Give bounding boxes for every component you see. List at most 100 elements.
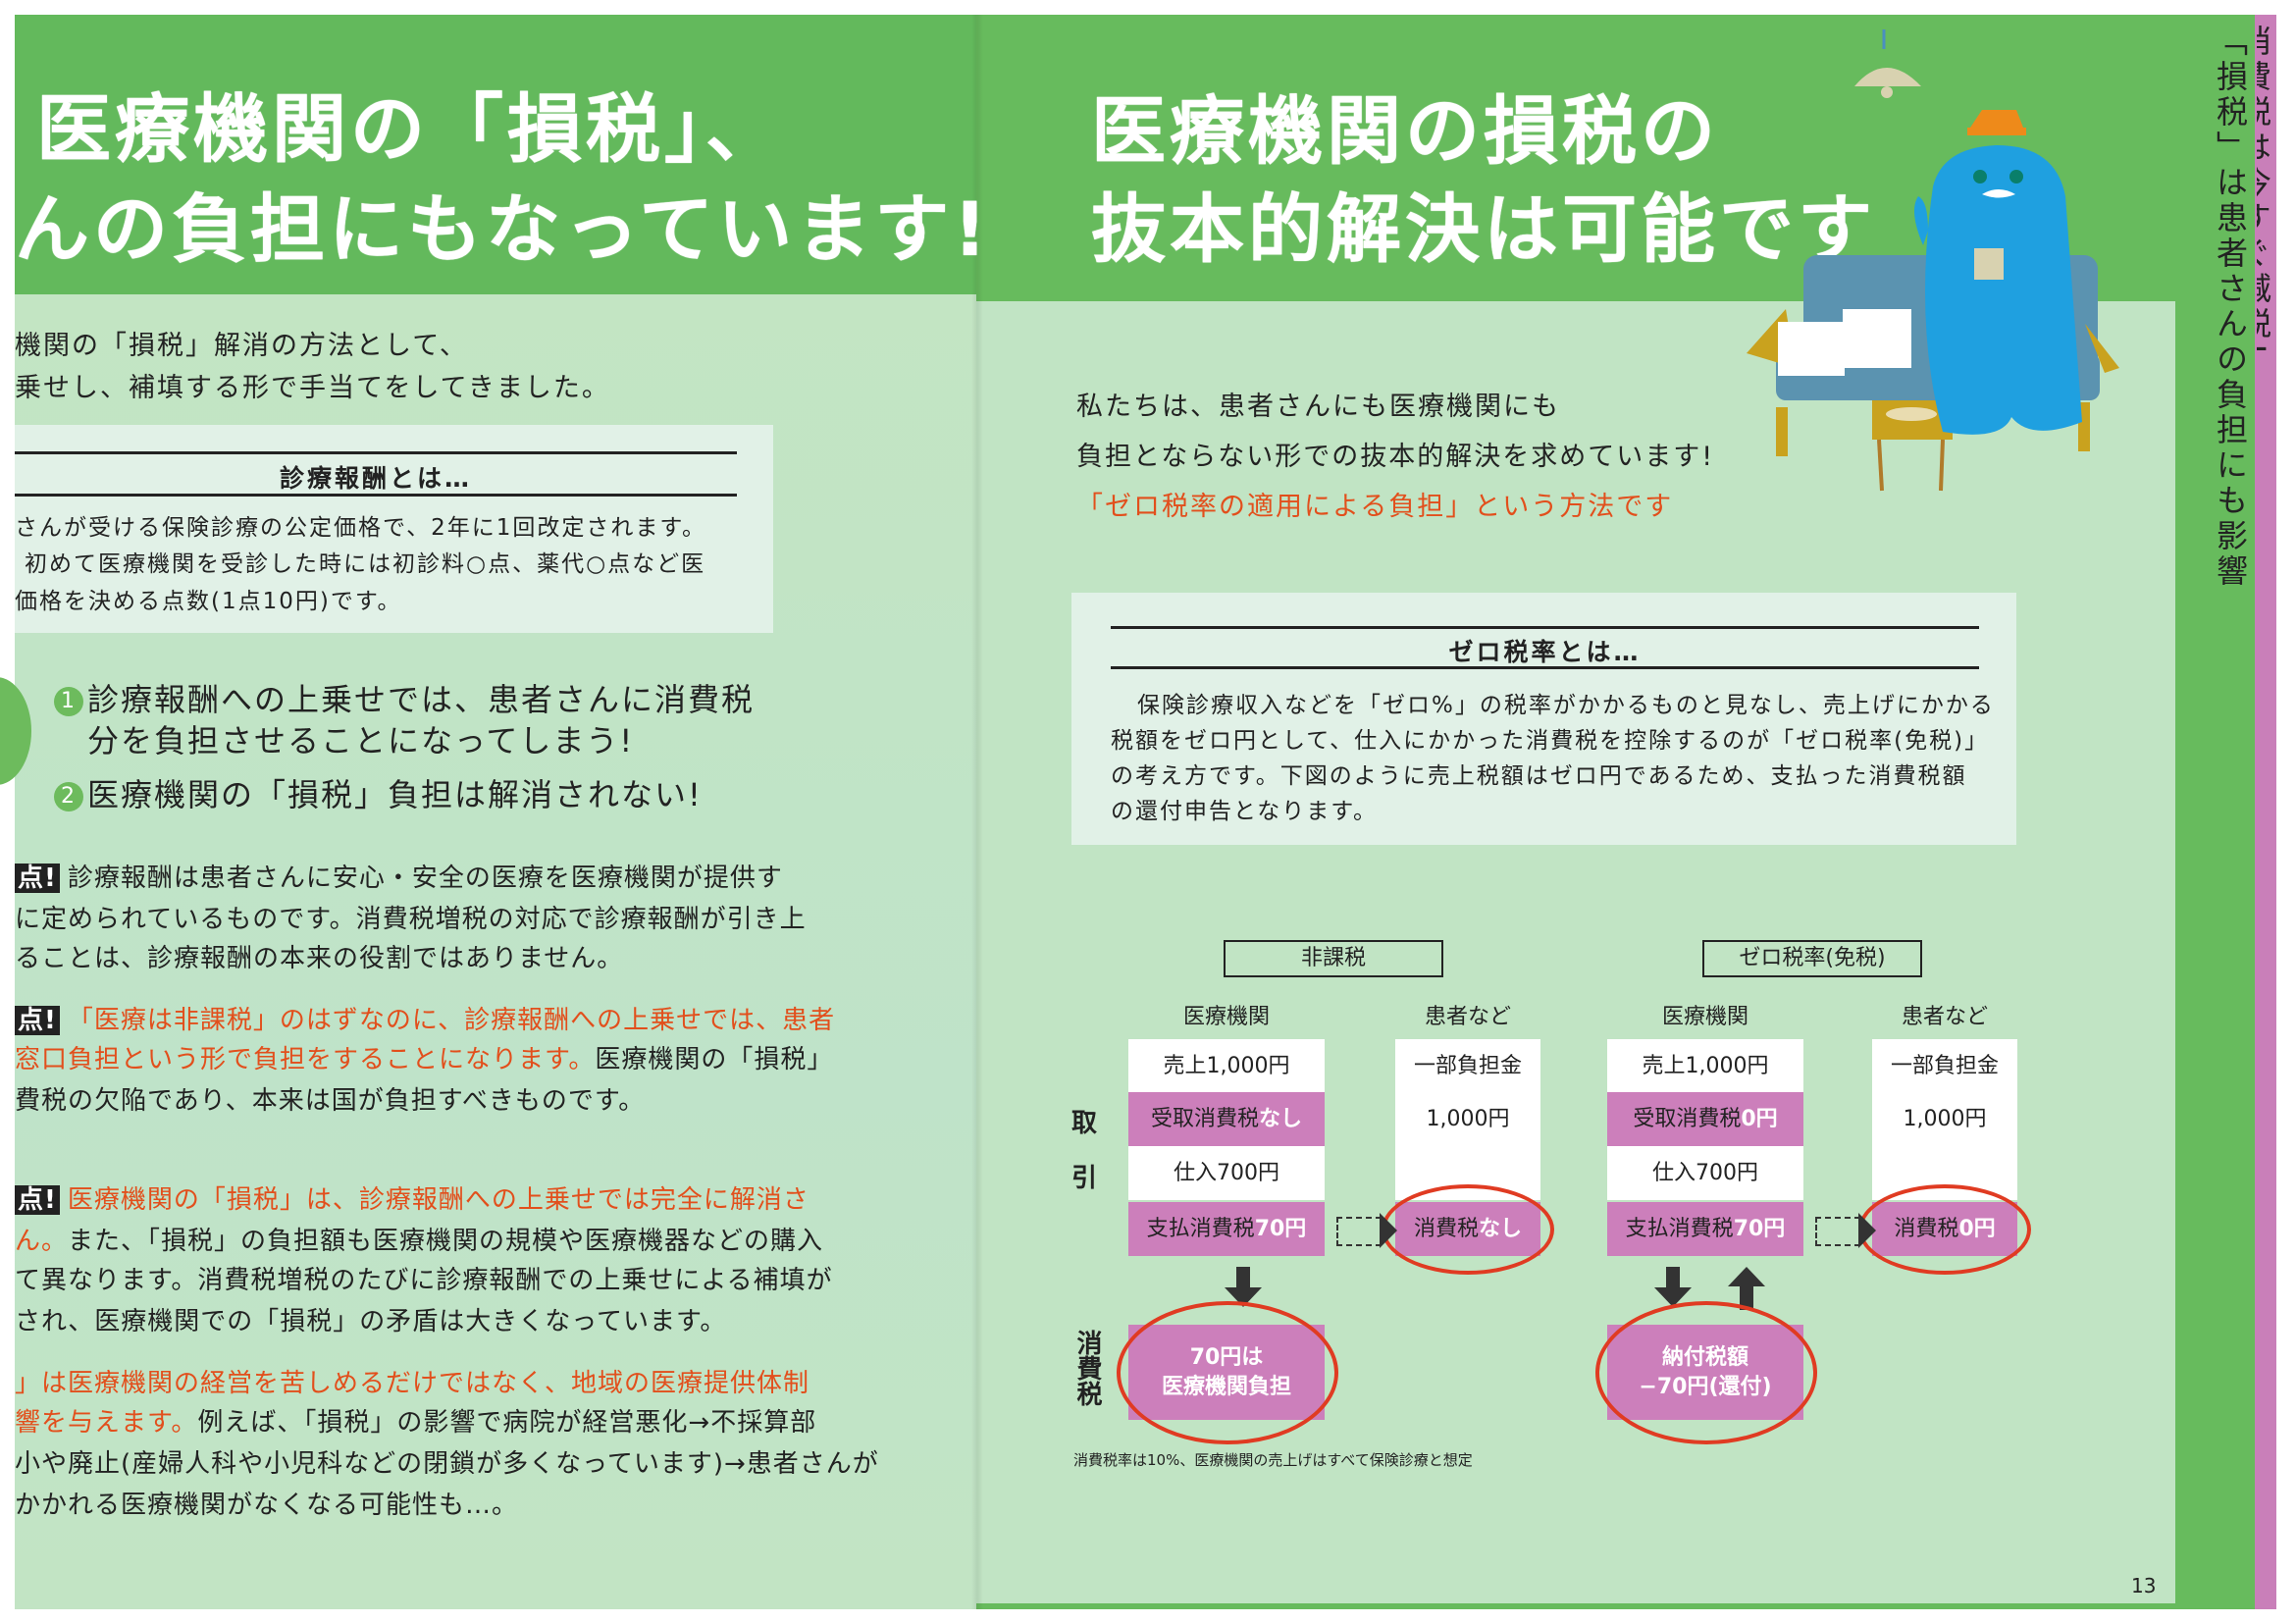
definition-line: 初めて医療機関を受診した時には初診料○点、薬代○点など医 xyxy=(25,551,706,577)
divider xyxy=(1111,666,1979,669)
side-label-torihiki-1: 取 xyxy=(1071,1109,1098,1138)
patient-cell: 一部負担金 xyxy=(1395,1039,1540,1093)
left-header-band xyxy=(15,15,976,294)
cell-highlight: 70円 xyxy=(1254,1217,1307,1241)
down-arrow-icon xyxy=(1666,1267,1680,1288)
point-line: 点!診療報酬は患者さんに安心・安全の医療を医療機関が提供す xyxy=(15,858,783,894)
cell-text: 受取消費税 xyxy=(1633,1107,1742,1131)
point-text: ることは、診療報酬の本来の役割ではありません。 xyxy=(15,944,624,973)
point-line: ん。また、「損税」の負担額も医療機関の規模や医療機器などの購入 xyxy=(15,1221,823,1257)
cell-text: 受取消費税 xyxy=(1150,1107,1259,1131)
column-header-patient: 患者など xyxy=(1424,1005,1511,1029)
side-table-icon xyxy=(1872,400,1953,492)
number-badge: 2 xyxy=(54,782,83,812)
point-mark: 点! xyxy=(15,1006,60,1035)
point-text: 響を与えます。 xyxy=(15,1408,198,1438)
point-line: 点!「医療は非課税」のはずなのに、診療報酬への上乗せでは、患者 xyxy=(15,1000,835,1036)
zero-rate-definition-box: ゼロ税率とは… 保険診療収入などを「ゼロ%」の税率がかかるものと見なし、売上げに… xyxy=(1071,593,2016,845)
definition-title: ゼロ税率とは… xyxy=(1448,638,1642,666)
definition-line: の考え方です。下図のように売上税額はゼロ円であるため、支払った消費税額 xyxy=(1111,763,1967,789)
column-header-institution: 医療機関 xyxy=(1661,1005,1748,1029)
institution-cell: 受取消費税なし xyxy=(1128,1092,1325,1146)
side-label-torihiki-2: 引 xyxy=(1071,1164,1098,1193)
up-arrow-head-icon xyxy=(1728,1267,1765,1286)
cell-text: 支払消費税 xyxy=(1146,1217,1255,1241)
point-line: 小や廃止(産婦人科や小児科などの閉鎖が多くなっています)→患者さんが xyxy=(15,1443,879,1480)
mascot-character xyxy=(1914,110,2082,435)
patient-cell: 一部負担金 xyxy=(1872,1039,2017,1093)
cell-text: 売上1,000円 xyxy=(1642,1054,1769,1078)
side-label-tax: 消費税 xyxy=(1072,1330,1102,1406)
left-headline-line-2: んの負担にもなっています! xyxy=(15,185,991,273)
shinryo-definition-box: 診療報酬とは… さんが受ける保険診療の公定価格で、2年に1回改定されます。 初め… xyxy=(15,425,773,633)
point-text: 窓口負担という形で負担をすることになります。 xyxy=(15,1045,596,1074)
definition-line: 価格を決める点数(1点10円)です。 xyxy=(15,589,402,614)
up-arrow-icon xyxy=(1740,1286,1753,1310)
institution-cell: 売上1,000円 xyxy=(1128,1039,1325,1093)
next-page-edge xyxy=(2255,15,2276,1609)
cell-text: 売上1,000円 xyxy=(1163,1054,1290,1078)
side-title: 「損税」は患者さんの負担にも影響 xyxy=(2212,25,2249,590)
right-intro-highlight: 「ゼロ税率の適用による負担」という方法です xyxy=(1076,492,1674,522)
right-intro-line: 負担とならない形での抜本的解決を求めています! xyxy=(1076,442,1715,472)
cell-text: 仕入700円 xyxy=(1174,1161,1279,1185)
red-circle-highlight xyxy=(1382,1184,1554,1275)
bullet-text: 診療報酬への上乗せでは、患者さんに消費税 xyxy=(87,681,756,718)
point-text: 「医療は非課税」のはずなのに、診療報酬への上乗せでは、患者 xyxy=(67,1006,836,1035)
point-line: に定められているものです。消費税増税の対応で診療報酬が引き上 xyxy=(15,899,807,935)
point-mark: 点! xyxy=(15,864,60,893)
number-badge: 1 xyxy=(54,687,83,716)
cell-highlight: なし xyxy=(1259,1107,1303,1131)
point-line: 」は医療機関の経営を苦しめるだけではなく、地域の医療提供体制 xyxy=(15,1363,809,1399)
institution-cell: 支払消費税70円 xyxy=(1607,1202,1803,1256)
institution-cell: 仕入700円 xyxy=(1607,1146,1803,1200)
divider xyxy=(15,494,737,497)
side-title-next-page: 消費税は今すぐ減税! xyxy=(2257,25,2272,359)
point-text: 医療機関の「損税」は、診療報酬への上乗せでは完全に解消さ xyxy=(67,1185,809,1215)
point-text: て異なります。消費税増税のたびに診療報酬での上乗せによる補填が xyxy=(15,1266,833,1295)
right-bottom-band xyxy=(976,1603,2257,1609)
right-headline-line-2: 抜本的解決は可能です xyxy=(1091,185,1876,273)
left-intro-line: 乗せし、補填する形で手当てをしてきました。 xyxy=(15,373,610,403)
institution-cell: 売上1,000円 xyxy=(1607,1039,1803,1093)
point-line: 点!医療機関の「損税」は、診療報酬への上乗せでは完全に解消さ xyxy=(15,1179,809,1216)
point-mark: 点! xyxy=(15,1185,60,1215)
panel-label: ゼロ税率(免税) xyxy=(1702,940,1922,977)
right-headline-line-1: 医療機関の損税の xyxy=(1091,87,1719,175)
cell-highlight: 70円 xyxy=(1733,1217,1786,1241)
red-circle-highlight xyxy=(1117,1301,1338,1444)
point-text: ん。 xyxy=(15,1227,69,1256)
point-line: され、医療機関での「損税」の矛盾は大きくなっています。 xyxy=(15,1301,726,1337)
divider xyxy=(1111,626,1979,629)
point-text: に定められているものです。消費税増税の対応で診療報酬が引き上 xyxy=(15,905,807,934)
panel-label: 非課税 xyxy=(1224,940,1443,977)
point-text: 小や廃止(産婦人科や小児科などの閉鎖が多くなっています)→患者さんが xyxy=(15,1449,879,1479)
dashed-arrow-icon xyxy=(1815,1217,1860,1246)
cell-text: 支払消費税 xyxy=(1625,1217,1734,1241)
left-intro-line: 機関の「損税」解消の方法として、 xyxy=(15,331,468,361)
red-circle-highlight xyxy=(1595,1301,1817,1444)
patient-cell: 1,000円 xyxy=(1395,1092,1540,1146)
red-circle-highlight xyxy=(1858,1184,2031,1275)
footnote: 消費税率は10%、医療機関の売上げはすべて保険診療と想定 xyxy=(1073,1451,1473,1469)
page-number: 13 xyxy=(2131,1574,2157,1597)
mascot-illustration xyxy=(1747,29,2119,492)
dashed-arrow-icon xyxy=(1336,1217,1382,1246)
point-line: て異なります。消費税増税のたびに診療報酬での上乗せによる補填が xyxy=(15,1260,833,1296)
page-gutter xyxy=(971,15,983,1609)
point-text: 例えば、「損税」の影響で病院が経営悪化→不採算部 xyxy=(197,1408,817,1438)
lamp-icon xyxy=(1854,29,1921,98)
divider xyxy=(15,451,737,454)
point-line: かかれる医療機関がなくなる可能性も…。 xyxy=(15,1485,518,1521)
cell-highlight: 0円 xyxy=(1741,1107,1778,1131)
cell-text: 仕入700円 xyxy=(1652,1161,1758,1185)
point-text: 医療機関の「損税」 xyxy=(595,1045,834,1074)
column-header-institution: 医療機関 xyxy=(1182,1005,1270,1029)
point-text: かかれる医療機関がなくなる可能性も…。 xyxy=(15,1491,519,1520)
definition-line: 保険診療収入などを「ゼロ%」の税率がかかるものと見なし、売上げにかかる xyxy=(1137,693,1995,718)
dashed-arrow-head-icon xyxy=(1858,1213,1876,1248)
definition-title: 診療報酬とは… xyxy=(279,464,472,493)
point-line: 窓口負担という形で負担をすることになります。医療機関の「損税」 xyxy=(15,1039,833,1075)
